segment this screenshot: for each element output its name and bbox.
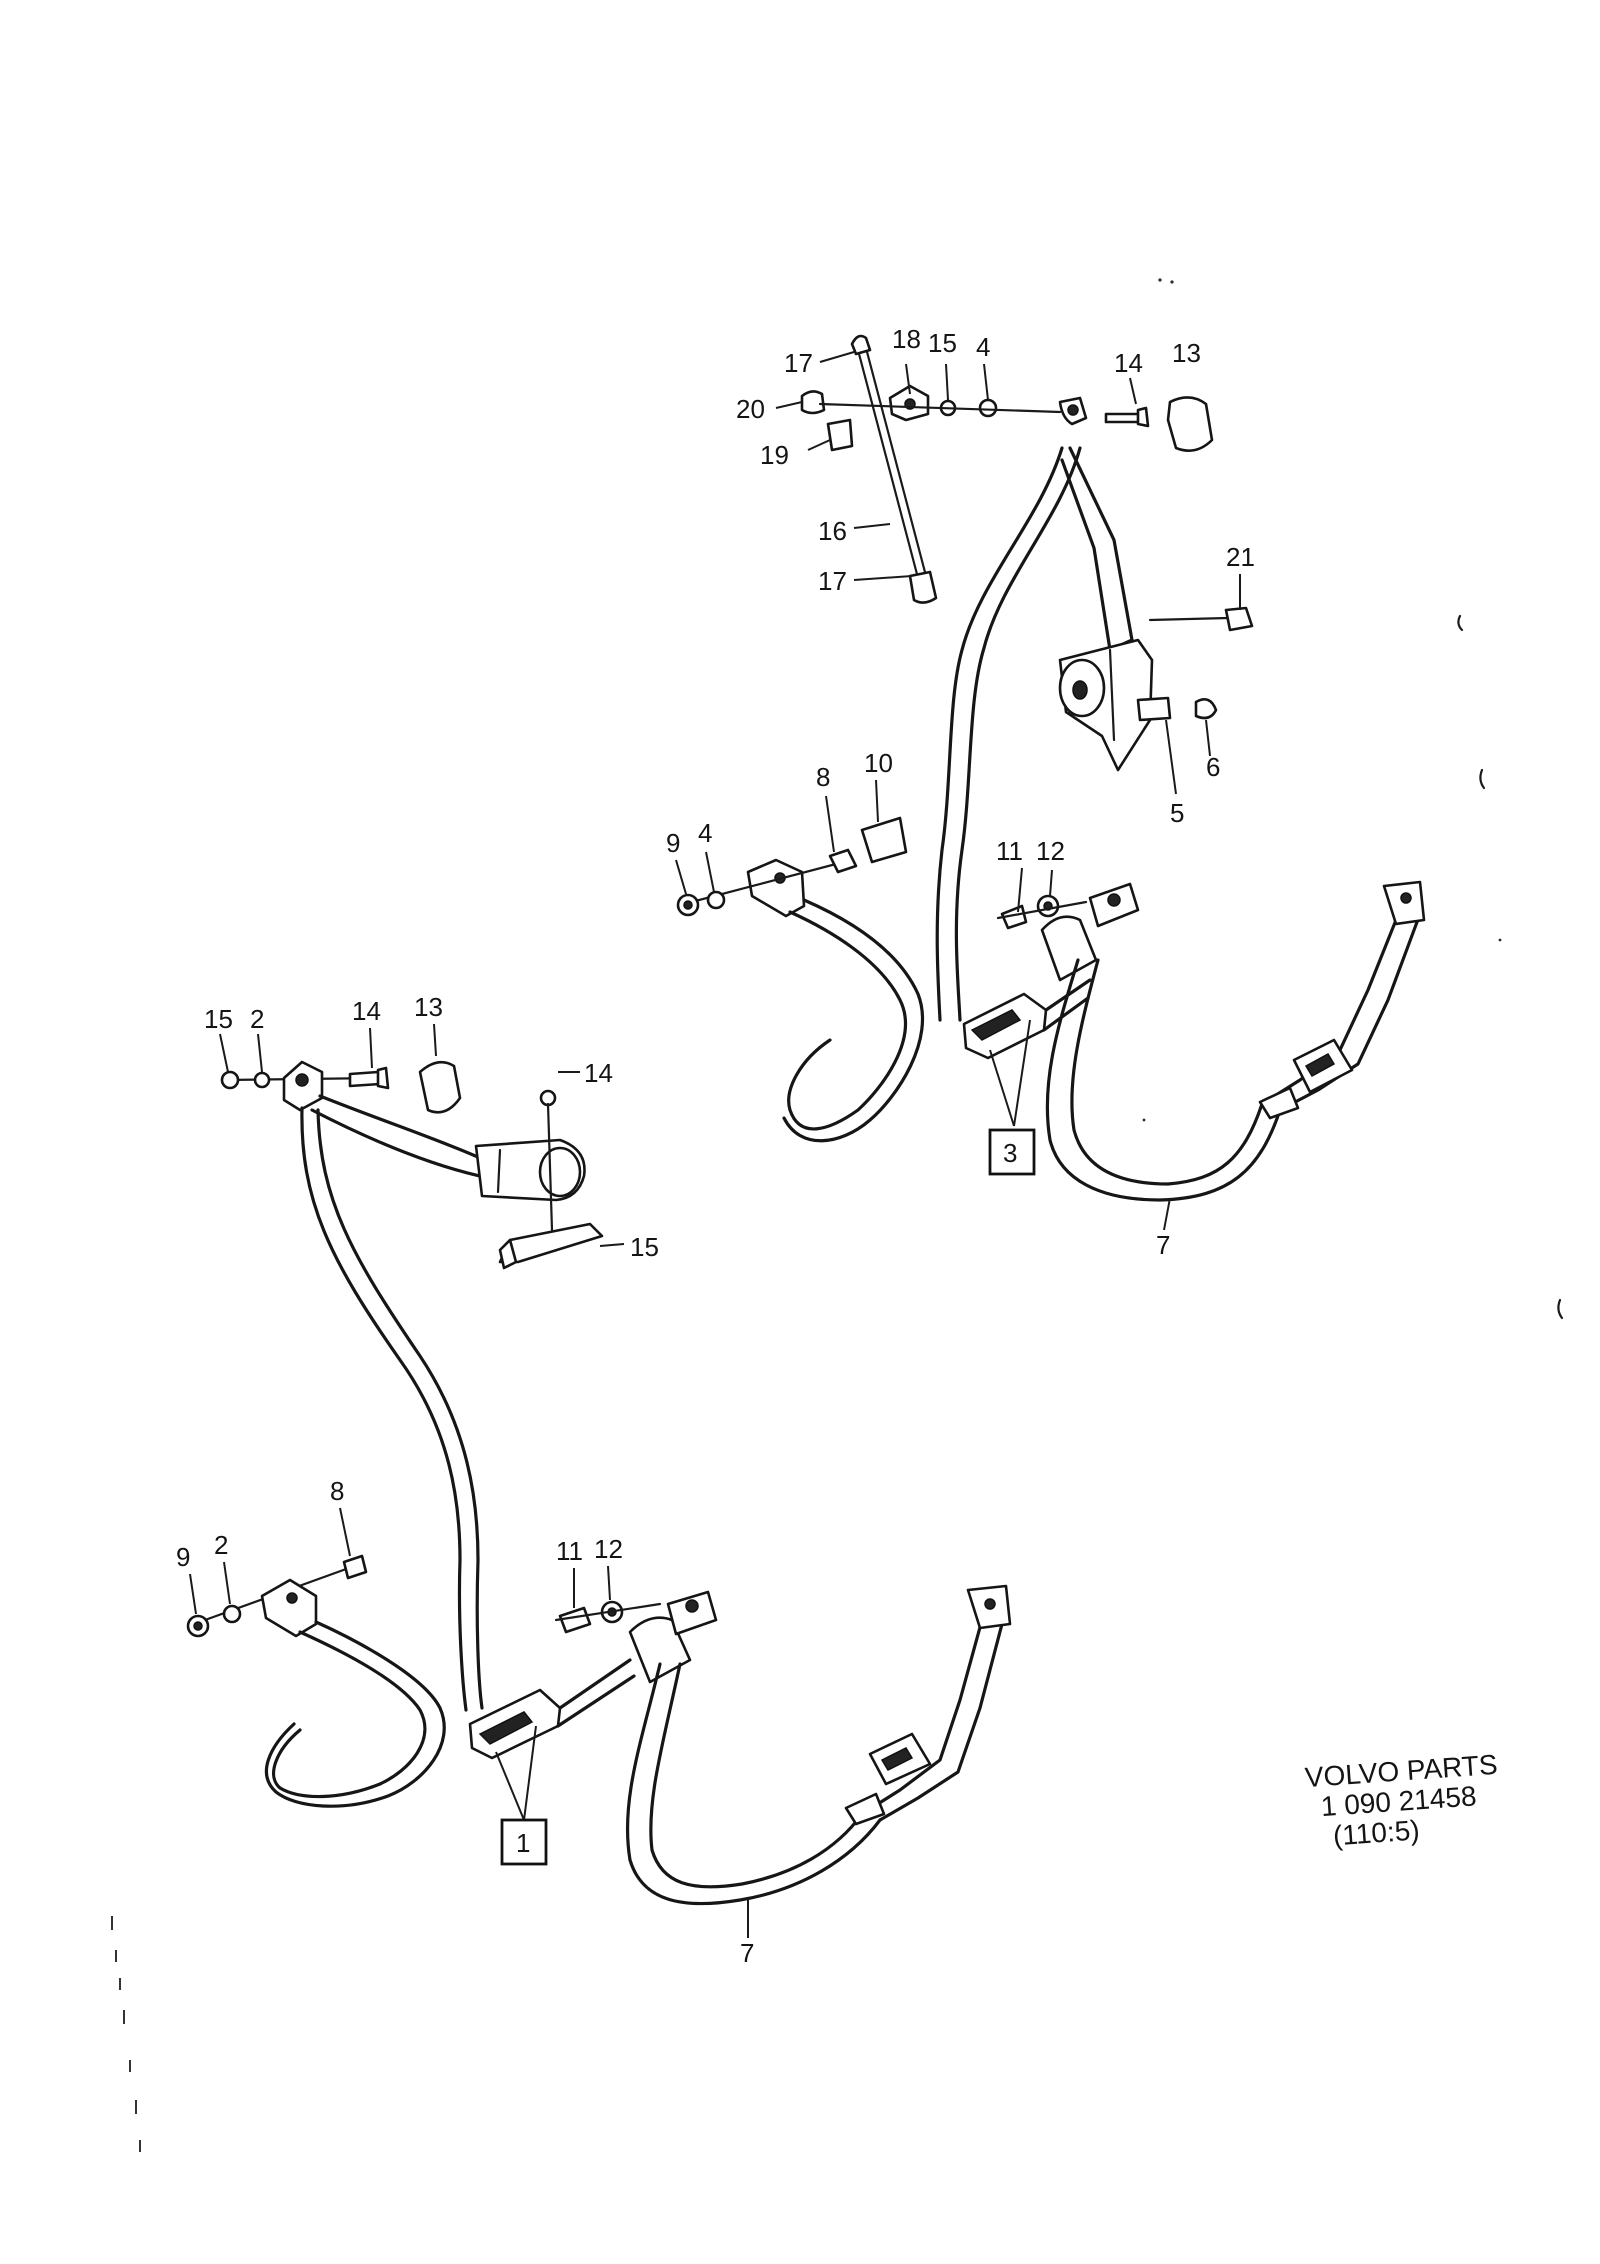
front-retractor: [474, 1089, 604, 1270]
label-12-front: 12: [594, 1534, 623, 1564]
label-14-front-right: 14: [584, 1058, 613, 1088]
rear-center-strap: [1045, 958, 1282, 1202]
label-15-front-top: 15: [204, 1004, 233, 1034]
label-18: 18: [892, 324, 921, 354]
label-13-rear: 13: [1172, 338, 1201, 368]
label-8-front: 8: [330, 1476, 344, 1506]
label-2-front-bottom: 2: [214, 1530, 228, 1560]
label-14-front-top: 14: [352, 996, 381, 1026]
brand-code: (110:5): [1332, 1814, 1421, 1851]
label-12-rear: 12: [1036, 836, 1065, 866]
label-17-top: 17: [784, 348, 813, 378]
label-4-rear-top: 4: [976, 332, 990, 362]
rear-leader-lines: [675, 351, 1241, 1231]
label-4-rear-bottom: 4: [698, 818, 712, 848]
ref-label-3: 3: [1003, 1138, 1017, 1168]
front-lower-anchor: [186, 1554, 368, 1638]
front-upper-strap: [300, 1106, 468, 1712]
upper-anchor-hardware: [800, 384, 1214, 452]
label-16: 16: [818, 516, 847, 546]
front-leader-lines: [189, 1023, 749, 1938]
label-21: 21: [1226, 542, 1255, 572]
label-10: 10: [864, 748, 893, 778]
guide-rod: [850, 334, 938, 604]
label-17-bottom: 17: [818, 566, 847, 596]
rear-part-labels: 17 18 15 4 14 13 20 19 16 17 21 5 6 8 10…: [666, 324, 1255, 1260]
rear-buckle: [962, 882, 1140, 1060]
label-6: 6: [1206, 752, 1220, 782]
label-2-front-top: 2: [250, 1004, 264, 1034]
front-part-labels: 15 2 14 13 14 15 8 9 2 11 12 7 1: [176, 992, 754, 1968]
ref-box-1: [500, 1818, 548, 1866]
label-15-front-right: 15: [630, 1232, 659, 1262]
label-8-rear: 8: [816, 762, 830, 792]
label-13-front: 13: [414, 992, 443, 1022]
ref-box-3: [988, 1128, 1036, 1176]
front-seatbelt-assembly: [186, 1023, 1012, 1938]
label-11-front: 11: [556, 1536, 583, 1566]
label-20: 20: [736, 394, 765, 424]
front-buckle: [468, 1590, 718, 1760]
label-14-rear: 14: [1114, 348, 1143, 378]
label-9-front: 9: [176, 1542, 190, 1572]
label-7-front: 7: [740, 1938, 754, 1968]
label-9-rear: 9: [666, 828, 680, 858]
label-7-rear: 7: [1156, 1230, 1170, 1260]
rear-seatbelt-assembly: [675, 334, 1426, 1231]
label-11-rear: 11: [996, 836, 1023, 866]
ref-label-1: 1: [516, 1828, 530, 1858]
rear-upper-strap: [935, 446, 1064, 1022]
rear-retractor: [1058, 606, 1254, 772]
label-5: 5: [1170, 798, 1184, 828]
scan-artifacts: [111, 278, 1564, 2152]
front-upper-anchor: [220, 1060, 462, 1114]
rear-lower-anchor: [676, 816, 908, 918]
brand-block: VOLVO PARTS 1 090 21458 (110:5): [1304, 1749, 1499, 1852]
label-15-rear: 15: [928, 328, 957, 358]
label-19: 19: [760, 440, 789, 470]
front-center-strap: [625, 1662, 882, 1906]
